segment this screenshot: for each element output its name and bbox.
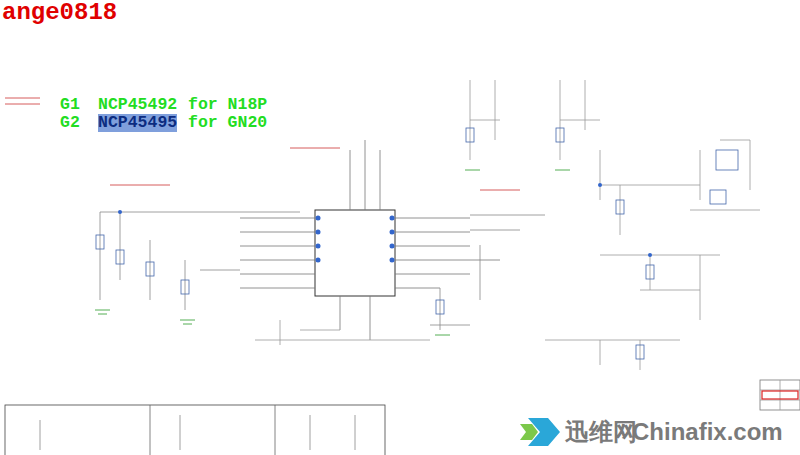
ic-body [315, 210, 395, 296]
revision-note: ange0818 [2, 0, 117, 26]
variant-note: for N18P [188, 96, 267, 114]
watermark: 迅维网 [565, 419, 637, 445]
group-tag: G1 [60, 96, 80, 114]
part-number: NCP45495 [98, 114, 177, 132]
logo-icon [520, 418, 560, 446]
watermark: Chinafix.com [632, 419, 783, 445]
variant-note: for GN20 [188, 114, 267, 132]
part-number: NCP45492 [98, 96, 177, 114]
group-tag: G2 [60, 114, 80, 132]
